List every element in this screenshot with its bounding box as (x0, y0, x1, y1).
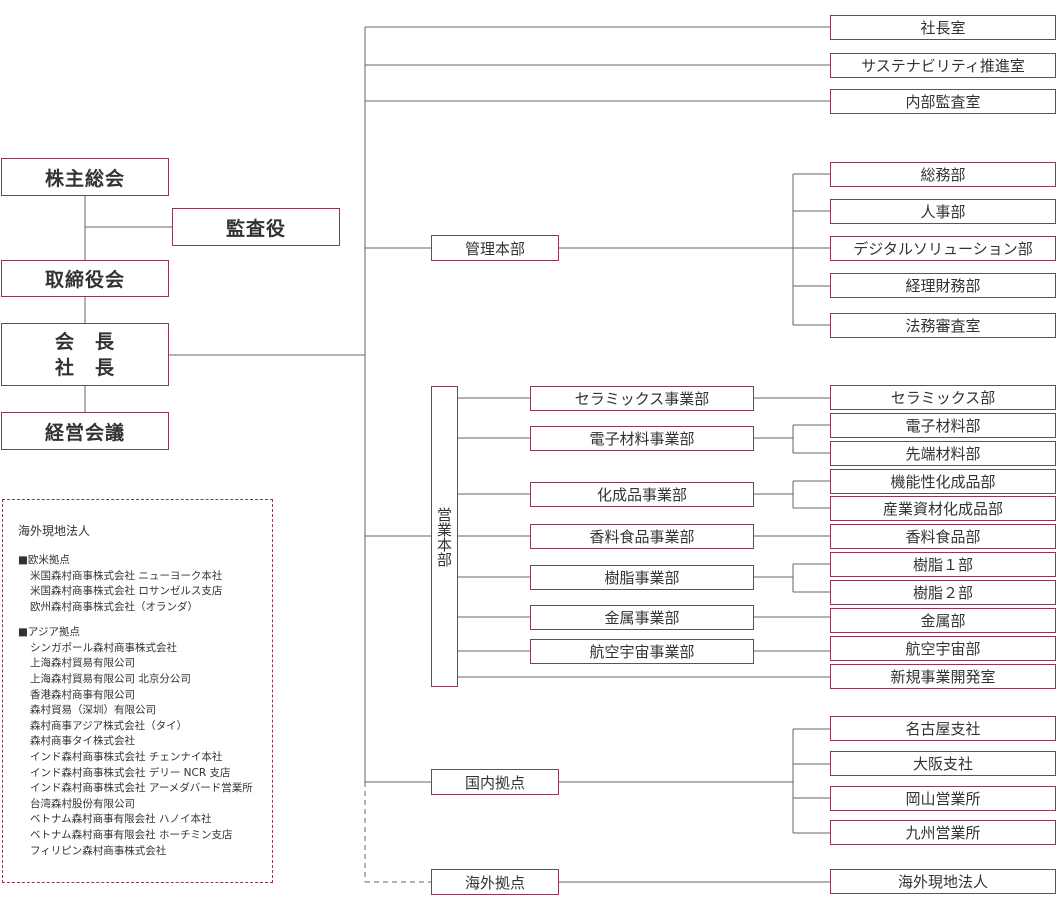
dept-advanced-materials-box: 先端材料部 (830, 441, 1056, 466)
dept-resin-1-box: 樹脂１部 (830, 552, 1056, 577)
division-metal-box: 金属事業部 (530, 605, 754, 630)
list-item: インド森村商事株式会社 アーメダバード営業所 (30, 782, 253, 795)
division-resin-box: 樹脂事業部 (530, 565, 754, 590)
chairman-label: 会 長 (54, 330, 115, 353)
president-label: 社 長 (54, 356, 115, 379)
list-item: インド森村商事株式会社 デリー NCR 支店 (30, 766, 231, 779)
list-item: 上海森村貿易有限公司 北京分公司 (30, 672, 191, 685)
group-heading: ■欧米拠点 (18, 554, 70, 566)
overseas-group-asia: ■アジア拠点 シンガポール森村商事株式会社 上海森村貿易有限公司 上海森村貿易有… (18, 625, 272, 859)
list-item: 上海森村貿易有限公司 (30, 657, 135, 670)
overseas-panel-title: 海外現地法人 (18, 524, 91, 538)
domestic-bases-box: 国内拠点 (431, 769, 559, 795)
management-council-box: 経営会議 (1, 412, 169, 450)
list-item: 米国森村商事株式会社 ニューヨーク本社 (30, 569, 223, 582)
shareholders-meeting-box: 株主総会 (1, 158, 169, 196)
list-item: ベトナム森村商事有限会社 ハノイ本社 (30, 813, 212, 826)
overseas-subsidiaries-box: 海外現地法人 (830, 869, 1056, 894)
dept-ceramics-box: セラミックス部 (830, 385, 1056, 410)
accounting-finance-box: 経理財務部 (830, 273, 1056, 298)
division-electronic-materials-box: 電子材料事業部 (530, 426, 754, 451)
general-affairs-box: 総務部 (830, 162, 1056, 187)
list-item: 欧州森村商事株式会社（オランダ） (30, 600, 198, 613)
list-item: フィリピン森村商事株式会社 (30, 844, 167, 857)
list-item: 台湾森村股份有限公司 (30, 797, 135, 810)
kyushu-office-box: 九州営業所 (830, 820, 1056, 845)
dept-aerospace-box: 航空宇宙部 (830, 636, 1056, 661)
new-business-office-box: 新規事業開発室 (830, 664, 1056, 689)
dept-industrial-chemicals-box: 産業資材化成品部 (830, 496, 1056, 521)
sustainability-office-box: サステナビリティ推進室 (830, 53, 1056, 78)
overseas-subsidiaries-panel: 海外現地法人 ■欧米拠点 米国森村商事株式会社 ニューヨーク本社 米国森村商事株… (2, 499, 273, 883)
list-item: 米国森村商事株式会社 ロサンゼルス支店 (30, 585, 223, 598)
osaka-branch-box: 大阪支社 (830, 751, 1056, 776)
division-aerospace-box: 航空宇宙事業部 (530, 639, 754, 664)
admin-hq-box: 管理本部 (431, 235, 559, 261)
division-flavor-food-box: 香料食品事業部 (530, 524, 754, 549)
overseas-group-west: ■欧米拠点 米国森村商事株式会社 ニューヨーク本社 米国森村商事株式会社 ロサン… (18, 553, 272, 615)
division-ceramics-box: セラミックス事業部 (530, 386, 754, 411)
overseas-bases-box: 海外拠点 (431, 869, 559, 895)
list-item: 森村商事タイ株式会社 (30, 735, 135, 748)
digital-solution-box: デジタルソリューション部 (830, 236, 1056, 261)
board-of-directors-box: 取締役会 (1, 260, 169, 297)
hr-box: 人事部 (830, 199, 1056, 224)
list-item: 森村商事アジア株式会社（タイ） (30, 719, 188, 732)
list-item: ベトナム森村商事有限会社 ホーチミン支店 (30, 828, 233, 841)
dept-functional-chemicals-box: 機能性化成品部 (830, 469, 1056, 494)
legal-office-box: 法務審査室 (830, 313, 1056, 338)
president-office-box: 社長室 (830, 15, 1056, 40)
okayama-office-box: 岡山営業所 (830, 786, 1056, 811)
group-heading: ■アジア拠点 (18, 626, 81, 639)
chairman-president-box: 会 長 社 長 (1, 323, 169, 386)
nagoya-branch-box: 名古屋支社 (830, 716, 1056, 741)
list-item: インド森村商事株式会社 チェンナイ本社 (30, 750, 223, 763)
sales-hq-box: 営業本部 (431, 386, 458, 687)
list-item: 森村貿易（深圳）有限公司 (30, 704, 156, 717)
dept-electronic-materials-box: 電子材料部 (830, 413, 1056, 438)
dept-resin-2-box: 樹脂２部 (830, 580, 1056, 605)
division-chemicals-box: 化成品事業部 (530, 482, 754, 507)
dept-flavor-food-box: 香料食品部 (830, 524, 1056, 549)
auditor-box: 監査役 (172, 208, 340, 246)
list-item: 香港森村商事有限公司 (30, 688, 135, 701)
dept-metal-box: 金属部 (830, 608, 1056, 633)
internal-audit-office-box: 内部監査室 (830, 89, 1056, 114)
list-item: シンガポール森村商事株式会社 (30, 641, 177, 654)
